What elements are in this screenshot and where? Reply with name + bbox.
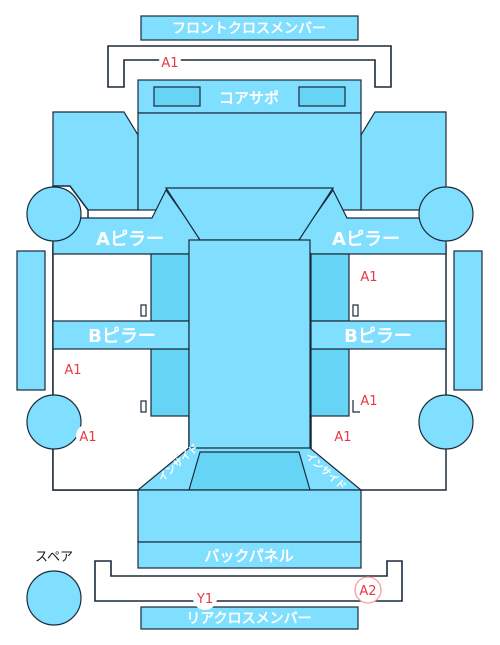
core-support-right-opening <box>298 86 346 107</box>
right-rear-door-inner[interactable] <box>310 348 350 417</box>
right-rear-latch <box>352 400 360 413</box>
rear-window-inner <box>188 451 311 491</box>
left-rear-wheel[interactable] <box>26 394 82 450</box>
right-b-pillar-label: Bピラー <box>344 326 412 347</box>
core-support-left-opening <box>153 86 201 107</box>
left-side-sill[interactable] <box>16 250 46 391</box>
damage-code-right-rear-door[interactable]: A1 <box>360 394 377 409</box>
roof[interactable] <box>188 239 311 451</box>
damage-code-left-rear-door[interactable]: A1 <box>64 363 81 378</box>
front-cross-member[interactable] <box>140 15 359 41</box>
left-rear-latch <box>140 400 147 413</box>
right-front-wheel[interactable] <box>418 186 474 242</box>
damage-code-rear-bumper-left[interactable]: Y1 <box>196 592 213 607</box>
right-a-pillar-label: Aピラー <box>332 229 400 250</box>
left-a-pillar-label: Aピラー <box>96 229 164 250</box>
damage-code-left-rear-quarter[interactable]: A1 <box>79 430 96 445</box>
damage-code-right-rear-quarter[interactable]: A1 <box>334 430 351 445</box>
damage-code-rear-bumper-right[interactable]: A2 <box>359 584 376 599</box>
rear-bumper-right-code-ring <box>354 576 382 604</box>
rear-cross-member-label: リアクロスメンバー <box>186 611 311 627</box>
spare-label: スペア <box>35 550 73 565</box>
right-b-pillar[interactable] <box>310 320 447 350</box>
rear-cross-member[interactable] <box>140 606 359 630</box>
left-front-wheel[interactable] <box>26 186 82 242</box>
back-panel-label: バックパネル <box>204 547 293 565</box>
right-front-door-inner[interactable] <box>310 253 350 322</box>
core-support-label: コアサポ <box>219 89 279 107</box>
damage-code-front-bumper[interactable]: A1 <box>161 56 178 71</box>
damage-code-right-front-door[interactable]: A1 <box>360 270 377 285</box>
back-panel[interactable] <box>137 541 362 569</box>
right-side-sill[interactable] <box>453 250 483 391</box>
left-b-pillar-label: Bピラー <box>88 326 156 347</box>
rear-bumper-left-code-bg <box>193 586 217 610</box>
left-rear-quarter-code-bg <box>76 424 100 448</box>
spare-tire[interactable] <box>26 570 82 626</box>
front-cross-member-label: フロントクロスメンバー <box>172 21 326 37</box>
left-rear-door-inner[interactable] <box>150 348 190 417</box>
left-front-latch <box>140 304 147 317</box>
trunk-lid[interactable] <box>137 489 362 543</box>
left-front-door-inner[interactable] <box>150 253 190 322</box>
right-rear-wheel[interactable] <box>418 394 474 450</box>
front-bumper[interactable] <box>107 45 392 88</box>
right-front-latch <box>352 304 359 317</box>
front-bumper-code-bg <box>159 51 181 73</box>
